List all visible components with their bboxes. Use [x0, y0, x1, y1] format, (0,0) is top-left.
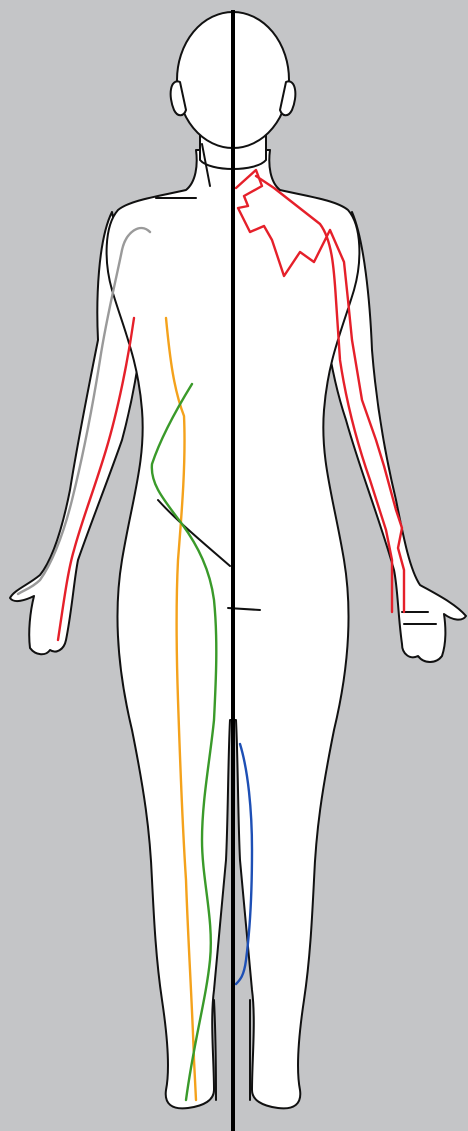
body-meridian-diagram	[0, 0, 468, 1131]
